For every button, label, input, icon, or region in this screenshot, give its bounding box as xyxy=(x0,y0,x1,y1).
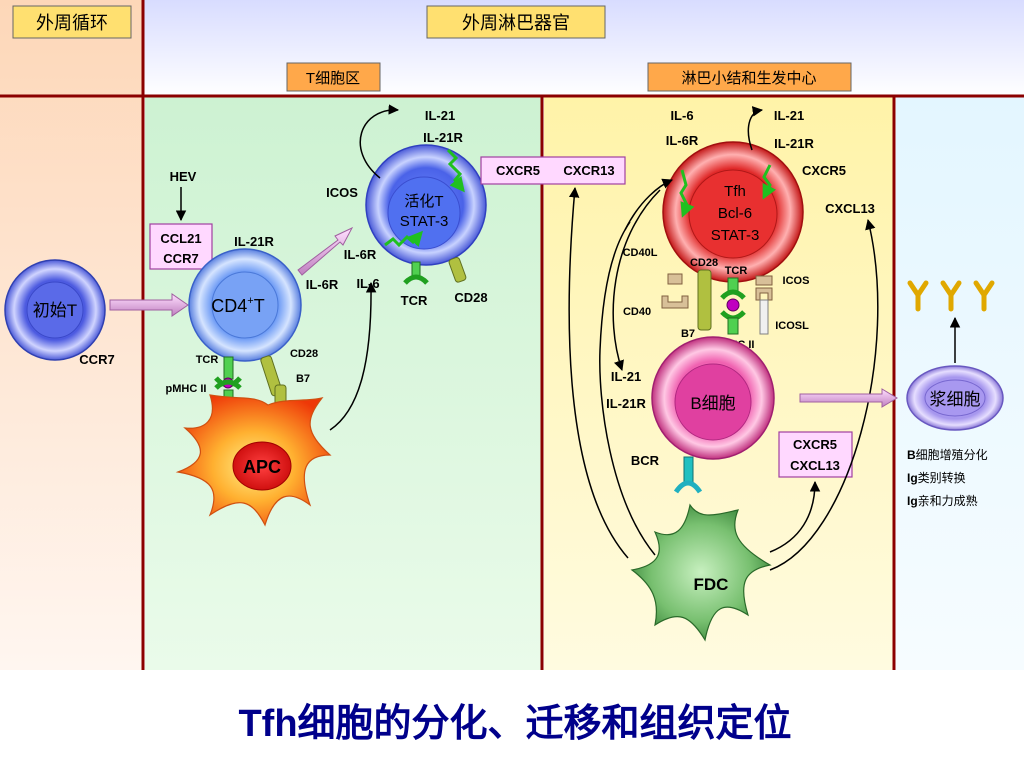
cxcr5-tfh-label: CXCR5 xyxy=(802,163,846,178)
tfh-il21-autocrine-arrow xyxy=(747,106,764,151)
naive-t-label: 初始T xyxy=(33,301,77,320)
antibody-icon xyxy=(907,280,995,312)
cd28-apc-label: CD28 xyxy=(290,348,318,360)
fdc-il6-arrow xyxy=(599,221,656,556)
ccl21-label: CCL21 xyxy=(160,231,201,246)
fdc-label: FDC xyxy=(694,575,729,594)
icos-tfh-label: ICOS xyxy=(783,275,810,287)
cd28-tfh-label: CD28 xyxy=(690,257,718,269)
activation-arrow xyxy=(297,226,354,276)
il21-to-b-arrow xyxy=(612,189,661,371)
il6-tfh-label: IL-6 xyxy=(670,108,693,123)
ccr7-box-label: CCR7 xyxy=(163,251,198,266)
cxcr5-cxcl13-box: CXCR5 CXCL13 xyxy=(778,431,853,478)
b7-apc-label: B7 xyxy=(296,373,310,385)
il6r-left-label: IL-6R xyxy=(306,277,339,292)
outcome-3: Ig亲和力成熟 xyxy=(907,493,978,508)
header-circulation-label: 外周循环 xyxy=(36,13,108,33)
il21-signal-icon xyxy=(446,148,465,193)
tfh-il21-signal-icon xyxy=(762,164,777,200)
activated-t-label-1: 活化T xyxy=(404,193,443,210)
tfh-il6-signal-icon xyxy=(679,169,695,218)
migration-arrow-1 xyxy=(109,293,189,317)
cxcl13-tfh-label: CXCL13 xyxy=(825,201,875,216)
icosl-label: ICOSL xyxy=(775,320,809,332)
il21-autocrine-arrow xyxy=(359,104,400,179)
il21r-tfh-label: IL-21R xyxy=(774,136,814,151)
ccr7-naive-label: CCR7 xyxy=(79,352,114,367)
header-box-circulation: 外周循环 xyxy=(12,5,132,39)
apc-cell: APC xyxy=(175,394,332,527)
tfh-label-1: Tfh xyxy=(724,183,746,200)
header-box-lymphoid: 外周淋巴器官 xyxy=(426,5,606,39)
cd4-t-label: CD4+T xyxy=(211,295,264,316)
il21r-cd4-label: IL-21R xyxy=(234,234,274,249)
il21-top-label: IL-21 xyxy=(425,108,455,123)
fdc-cell: FDC xyxy=(630,503,772,642)
il21-tfh-label: IL-21 xyxy=(774,108,804,123)
cxcr5-label: CXCR5 xyxy=(496,163,540,178)
b7-b-label: B7 xyxy=(681,328,695,340)
tcr-tfh-label: TCR xyxy=(725,265,748,277)
outcome-1: B细胞增殖分化 xyxy=(907,447,988,462)
hev-label: HEV xyxy=(170,169,197,184)
cxcl13-b-label: CXCL13 xyxy=(790,458,840,473)
activated-t-cell: 活化T STAT-3 xyxy=(365,144,487,266)
bcr-label: BCR xyxy=(631,453,660,468)
activated-t-label-2: STAT-3 xyxy=(400,213,449,230)
pmhc-apc-label: pMHC II xyxy=(166,383,207,395)
tfh-label-3: STAT-3 xyxy=(711,227,760,244)
il6-left-label: IL-6 xyxy=(356,276,379,291)
plasma-cell: 浆细胞 xyxy=(906,365,1004,431)
il6-signal-icon xyxy=(384,230,423,248)
cxcl13-attract-arrow xyxy=(568,186,629,559)
header-tzone-label: T细胞区 xyxy=(306,70,360,87)
tfh-label-2: Bcl-6 xyxy=(718,205,752,222)
cd40-label: CD40 xyxy=(623,306,651,318)
differentiation-arrow xyxy=(799,388,898,408)
header-follicle-label: 淋巴小结和生发中心 xyxy=(681,70,816,87)
apc-label: APC xyxy=(243,457,281,477)
cxcl13-to-tfh-arrow xyxy=(769,218,879,571)
bcr-receptor xyxy=(673,456,703,494)
naive-t-cell: 初始T xyxy=(4,259,106,361)
cd40l-label: CD40L xyxy=(623,247,658,259)
cxcl13-to-b-arrow xyxy=(769,480,821,553)
tfh-b-synapse xyxy=(661,269,773,335)
il6r-act-label: IL-6R xyxy=(344,247,377,262)
ccl21-ccr7-box: CCL21 CCR7 xyxy=(149,223,213,270)
b-cell-label: B细胞 xyxy=(690,394,735,413)
il6-feedback-arrow xyxy=(329,281,377,431)
b-cell: B细胞 xyxy=(651,336,775,460)
plasma-cell-label: 浆细胞 xyxy=(930,390,981,409)
tfh-cell: Tfh Bcl-6 STAT-3 xyxy=(662,141,804,283)
il21r-top-label: IL-21R xyxy=(423,130,463,145)
il6r-tfh-label: IL-6R xyxy=(666,133,699,148)
tcr-act-label: TCR xyxy=(401,293,428,308)
activated-t-receptors xyxy=(403,257,467,285)
cxcr5-cxcr13-box: CXCR5 CXCR13 xyxy=(480,156,626,185)
page-title: Tfh细胞的分化、迁移和组织定位 xyxy=(238,703,791,745)
cxcr13-label: CXCR13 xyxy=(563,163,614,178)
icos-act-label: ICOS xyxy=(326,185,358,200)
cxcr5-b-label: CXCR5 xyxy=(793,437,837,452)
cd4-t-cell: CD4+T xyxy=(188,248,302,362)
tcr-apc-label: TCR xyxy=(196,354,219,366)
outcome-2: Ig类别转换 xyxy=(907,470,966,485)
il21-b-label: IL-21 xyxy=(611,369,641,384)
header-lymphoid-label: 外周淋巴器官 xyxy=(462,13,570,33)
il21r-b-label: IL-21R xyxy=(606,396,646,411)
cd28-act-label: CD28 xyxy=(454,290,487,305)
header-box-tzone: T细胞区 xyxy=(286,62,381,92)
header-box-follicle: 淋巴小结和生发中心 xyxy=(647,62,852,92)
